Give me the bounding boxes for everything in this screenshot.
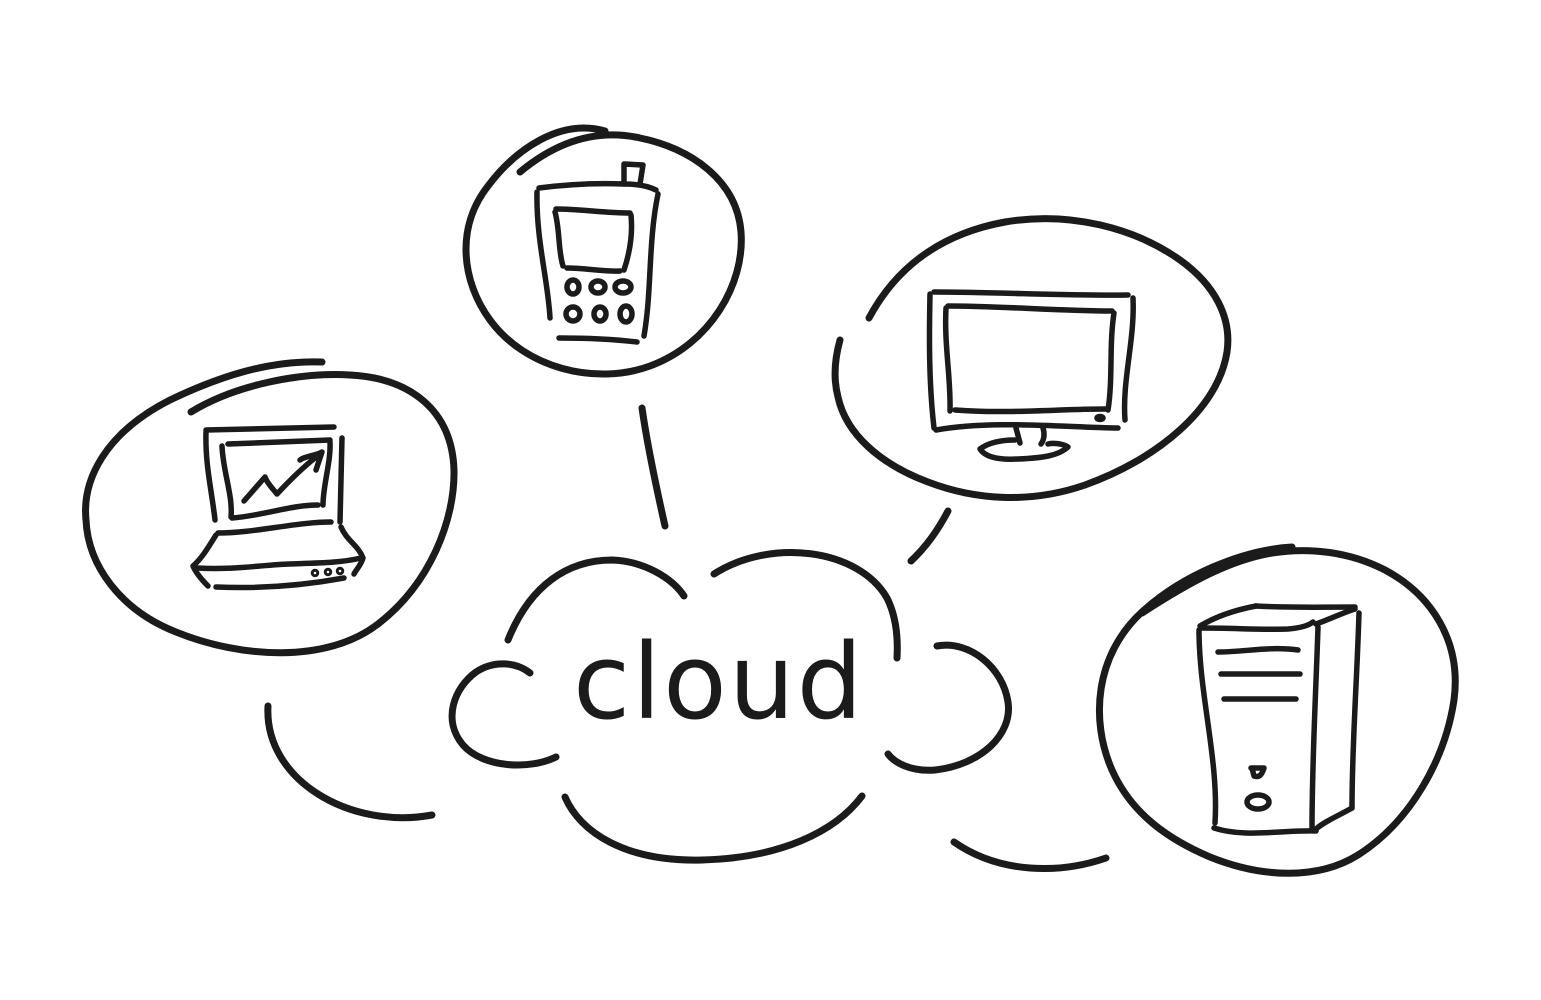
laptop-hinge [215, 519, 334, 536]
phone-key-4 [563, 304, 583, 324]
laptop-lid-left [203, 429, 218, 523]
mobile-phone-icon [534, 161, 661, 345]
monitor-power-light [1094, 413, 1106, 423]
monitor-frame-left [926, 291, 937, 431]
tower-power-button [1244, 792, 1272, 812]
connector-mobile [638, 404, 669, 530]
monitor-neck-right [1038, 425, 1047, 447]
laptop-screen-bottom [229, 502, 321, 521]
monitor-frame-right [1121, 295, 1136, 423]
phone-key-2 [588, 278, 608, 296]
phone-screen-bottom [564, 265, 623, 274]
tower-side-right [1349, 610, 1362, 811]
phone-bottom [556, 335, 640, 345]
laptop-base-right [338, 524, 366, 577]
tower-side-bottom [1313, 805, 1355, 832]
laptop-base-left [190, 532, 219, 589]
laptop-icon [190, 424, 366, 591]
monitor-bubble-outline [831, 215, 1232, 501]
monitor-screen-right [1105, 310, 1117, 413]
phone-key-1 [564, 277, 582, 297]
laptop-screen-left [219, 443, 234, 520]
tower-front-top [1199, 619, 1316, 633]
mobile-node [462, 124, 745, 378]
monitor-screen-top [945, 303, 1115, 314]
chart-arrow-head [297, 449, 325, 473]
connector-laptop [264, 702, 436, 822]
laptop-led-3 [335, 566, 345, 576]
laptop-screen-top [225, 437, 333, 447]
monitor-neck-left [1013, 425, 1023, 446]
phone-left-side [534, 189, 553, 321]
phone-antenna [621, 161, 646, 187]
desktop-tower-icon [1196, 603, 1362, 836]
cloud-outline-top-right [710, 548, 901, 662]
monitor-icon [926, 289, 1136, 462]
tower-top-left [1197, 603, 1259, 629]
phone-key-5 [591, 304, 609, 324]
connectors [264, 404, 1110, 872]
laptop-screen-right [320, 439, 333, 508]
laptop-node [82, 358, 458, 657]
laptop-lid-top [203, 424, 337, 433]
phone-top [536, 180, 659, 193]
monitor-frame-bottom [933, 421, 1121, 433]
chart-trend-line [241, 455, 318, 504]
monitor-screen-bottom [952, 406, 1108, 415]
tower-drive-bay-1 [1215, 645, 1301, 655]
desktop-bubble-outline [1095, 543, 1459, 877]
phone-key-3 [612, 278, 634, 296]
phone-screen-right [621, 212, 635, 273]
laptop-base-bottom [213, 575, 347, 591]
central-cloud: cloud [448, 548, 1012, 864]
phone-screen-left [552, 209, 566, 269]
monitor-screen-left [942, 305, 953, 414]
cloud-label: cloud [573, 621, 865, 743]
connector-desktop [950, 838, 1110, 872]
tower-top-back [1253, 603, 1358, 610]
mobile-bubble-outline [462, 124, 745, 378]
monitor-frame-top [931, 289, 1131, 298]
laptop-led-2 [323, 567, 333, 577]
tower-button [1248, 765, 1267, 780]
cloud-outline-left-lobe [448, 660, 560, 769]
tower-front-bottom [1211, 825, 1319, 836]
laptop-bubble-outline [82, 358, 458, 657]
laptop-led-1 [310, 568, 320, 578]
tower-front-right [1309, 624, 1321, 833]
tower-top-right [1313, 606, 1358, 627]
connector-monitor [907, 507, 952, 565]
monitor-node [831, 215, 1232, 501]
phone-screen-top [553, 206, 633, 216]
cloud-outline-left-top [504, 556, 688, 644]
laptop-lid-right [337, 435, 345, 525]
desktop-tower-node [1095, 543, 1459, 877]
cloud-outline-right-lobe [884, 641, 1012, 774]
phone-key-6 [617, 303, 635, 325]
laptop-keyboard-edge [194, 555, 364, 572]
cloud-outline-bottom [561, 792, 866, 864]
tower-front-left [1196, 627, 1219, 826]
phone-right-side [641, 191, 661, 339]
monitor-stand-base [977, 437, 1071, 462]
